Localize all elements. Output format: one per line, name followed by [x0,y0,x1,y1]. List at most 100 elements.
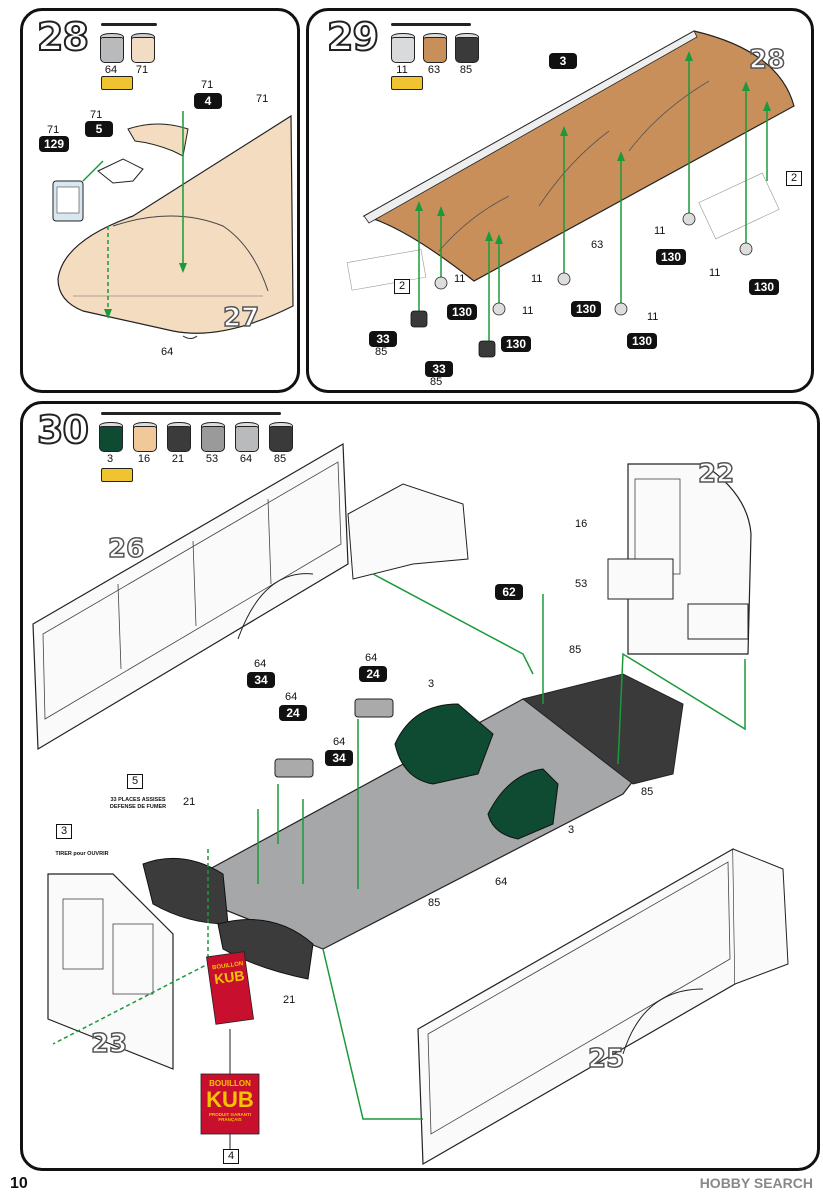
paint-code: 16 [137,453,151,465]
part-number-badge: 24 [359,666,387,682]
glue-icon [101,76,133,90]
kub-main-text: KUB [213,967,246,988]
paint-jar: 85 [455,33,479,76]
decal-ref-box: 3 [56,824,73,839]
part-label: 11 [709,267,721,279]
decal-no-smoking-text: 33 PLACES ASSISES DEFENSE DE FUMER [109,797,167,810]
part-number-badge: 130 [656,249,687,265]
decal-pull-open-text: TIRER pour OUVRIR [55,851,109,857]
brush-icon [101,412,281,415]
part-number-badge: 33 [369,331,397,347]
part-number-badge: 5 [85,121,113,137]
paint-code: 11 [396,64,408,76]
part-label: 11 [654,225,666,237]
step-29-panel: 29 11 63 85 3 28 2 2 63 33 85 33 85 130 … [306,8,814,393]
paint-code: 85 [273,453,287,465]
part-number-badge: 34 [247,672,275,688]
decal-ref-box: 4 [223,1149,240,1164]
part-label: 11 [454,273,466,285]
part-ref-label: 22 [697,458,735,490]
part-label: 64 [365,652,378,664]
part-label: 64 [161,346,174,358]
decal-ref-box: 2 [786,171,803,186]
part-ref-label: 28 [748,44,786,76]
part-number-badge: 130 [447,304,478,320]
part-ref-label: 27 [222,302,260,334]
step-number: 30 [36,407,90,453]
part-number-badge: 33 [425,361,453,377]
glue-icon [391,76,423,90]
glue-icon [101,468,133,482]
part-number-badge: 3 [549,53,577,69]
part-label: 3 [428,678,435,690]
step-number: 29 [326,14,380,60]
part-label: 21 [183,796,196,808]
part-label: 63 [591,239,604,251]
paint-code: 63 [427,64,441,76]
paint-code: 53 [205,453,219,465]
paint-jar: 21 [167,422,191,465]
kub-main-text: KUB [206,1087,254,1112]
paint-code: 85 [459,64,473,76]
part-number-badge: 4 [194,93,222,109]
part-label: 11 [531,273,543,285]
paint-jar: 85 [269,422,293,465]
paint-code: 71 [135,64,149,76]
decal-ref-box: 2 [394,279,411,294]
part-label: 71 [256,93,269,105]
part-label: 64 [254,658,267,670]
part-label: 71 [47,124,60,136]
part-number-badge: 62 [495,584,523,600]
paint-jar: 53 [201,422,225,465]
step-28-panel: 28 64 71 71 4 71 71 5 71 129 27 64 [20,8,300,393]
part-label: 64 [285,691,298,703]
part-label: 21 [283,994,296,1006]
part-label: 64 [495,876,508,888]
paint-code: 21 [171,453,185,465]
part-number-badge: 130 [501,336,532,352]
paint-jar: 64 [100,33,124,76]
paint-jar: 3 [99,422,123,465]
step-30-panel: 30 3 16 21 53 64 85 [20,401,820,1171]
part-label: 53 [575,578,588,590]
brush-icon [391,23,471,26]
part-label: 85 [428,897,441,909]
step-28-illustration [52,111,294,339]
part-label: 64 [333,736,346,748]
paint-code: 64 [104,64,118,76]
decal-ref-box: 5 [127,774,144,789]
part-label: 3 [568,824,575,836]
paint-jar: 11 [391,33,415,76]
part-number-badge: 129 [39,136,70,152]
watermark: HOBBY SEARCH [699,1175,813,1191]
step-30-illustration [32,442,789,1166]
part-ref-label: 25 [587,1043,625,1075]
kub-decal-large: BOUILLON KUB PRODUIT GARANTI FRANÇAIS [201,1074,259,1134]
kub-top-text: BOUILLON [209,1079,251,1088]
step-29-illustration [346,30,795,358]
paint-code: 3 [106,453,114,465]
part-label: 85 [375,346,388,358]
part-number-badge: 24 [279,705,307,721]
part-label: 71 [201,79,214,91]
part-label: 85 [430,376,443,388]
paint-jar: 64 [235,422,259,465]
step-number: 28 [36,14,90,60]
paint-code: 64 [239,453,253,465]
part-number-badge: 130 [749,279,780,295]
part-number-badge: 130 [627,333,658,349]
part-number-badge: 130 [571,301,602,317]
paint-jar: 71 [131,33,155,76]
part-label: 11 [647,311,659,323]
brush-icon [101,23,157,26]
part-ref-label: 26 [107,533,145,565]
kub-bottom-text: PRODUIT GARANTI FRANÇAIS [209,1112,251,1122]
part-label: 85 [569,644,582,656]
part-ref-label: 23 [90,1028,128,1060]
page-number: 10 [10,1175,28,1192]
part-label: 85 [641,786,654,798]
part-number-badge: 34 [325,750,353,766]
part-label: 11 [522,305,534,317]
paint-jar: 16 [133,422,157,465]
paint-jar: 63 [423,33,447,76]
